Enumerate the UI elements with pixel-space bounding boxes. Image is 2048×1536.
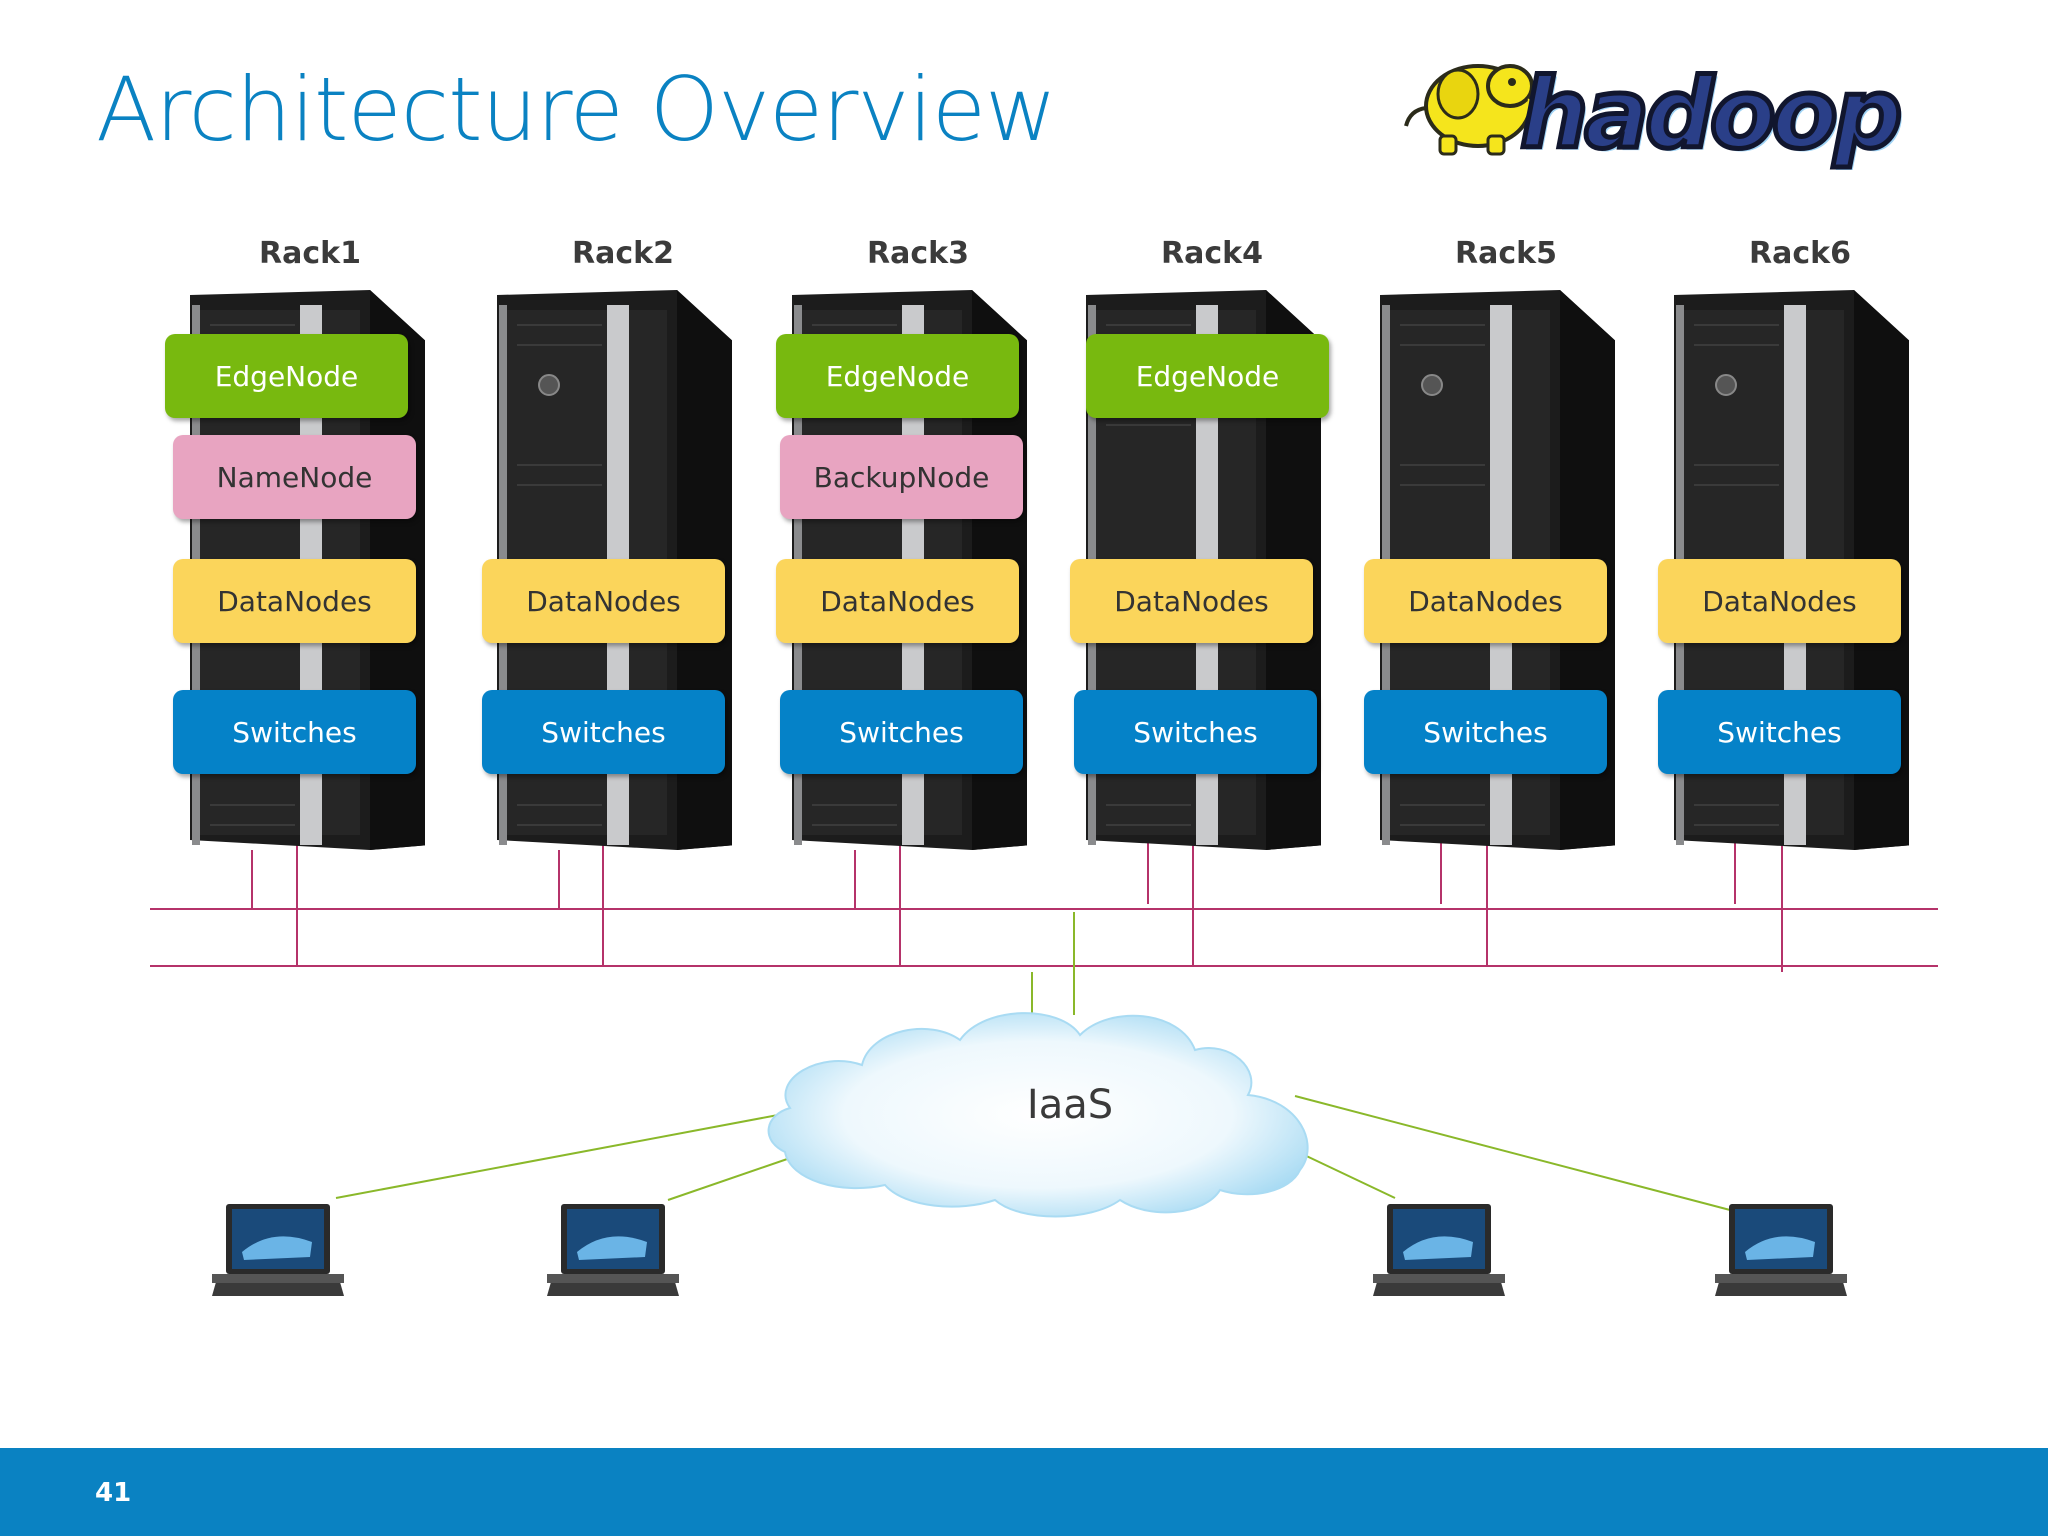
rack1-datanodes: DataNodes bbox=[173, 559, 416, 643]
laptop-icon bbox=[1715, 1204, 1847, 1296]
client-links bbox=[335, 912, 1731, 1211]
rack3-switches: Switches bbox=[780, 690, 1023, 774]
rack-label-3: Rack3 bbox=[867, 236, 969, 271]
hadoop-logo: hadoop bbox=[1400, 48, 1905, 173]
rack4-edgenode: EdgeNode bbox=[1086, 334, 1329, 418]
elephant-icon bbox=[1404, 64, 1545, 156]
footer-bar bbox=[0, 1448, 2048, 1536]
rack6-datanodes: DataNodes bbox=[1658, 559, 1901, 643]
laptop-icon bbox=[1373, 1204, 1505, 1296]
logo-text: hadoop bbox=[1517, 56, 1904, 173]
cloud-icon bbox=[767, 1012, 1309, 1218]
rack5-switches: Switches bbox=[1364, 690, 1607, 774]
laptop-icon bbox=[547, 1204, 679, 1296]
rack-label-2: Rack2 bbox=[572, 236, 674, 271]
rack4-switches: Switches bbox=[1074, 690, 1317, 774]
rack-label-4: Rack4 bbox=[1161, 236, 1263, 271]
rack-label-6: Rack6 bbox=[1749, 236, 1851, 271]
iaas-label: IaaS bbox=[1026, 1082, 1114, 1128]
page-number: 41 bbox=[95, 1478, 132, 1508]
rack3-datanodes: DataNodes bbox=[776, 559, 1019, 643]
rack-label-1: Rack1 bbox=[259, 236, 361, 271]
rack1-edgenode: EdgeNode bbox=[165, 334, 408, 418]
rack4-datanodes: DataNodes bbox=[1070, 559, 1313, 643]
rack2-switches: Switches bbox=[482, 690, 725, 774]
rack2-datanodes: DataNodes bbox=[482, 559, 725, 643]
rack1-namenode: NameNode bbox=[173, 435, 416, 519]
rack5-datanodes: DataNodes bbox=[1364, 559, 1607, 643]
rack3-edgenode: EdgeNode bbox=[776, 334, 1019, 418]
rack3-backupnode: BackupNode bbox=[780, 435, 1023, 519]
laptop-icon bbox=[212, 1204, 344, 1296]
rack-label-5: Rack5 bbox=[1455, 236, 1557, 271]
cluster-bus bbox=[150, 842, 1938, 972]
page-title: Architecture Overview bbox=[96, 58, 1057, 161]
rack6-switches: Switches bbox=[1658, 690, 1901, 774]
rack1-switches: Switches bbox=[173, 690, 416, 774]
